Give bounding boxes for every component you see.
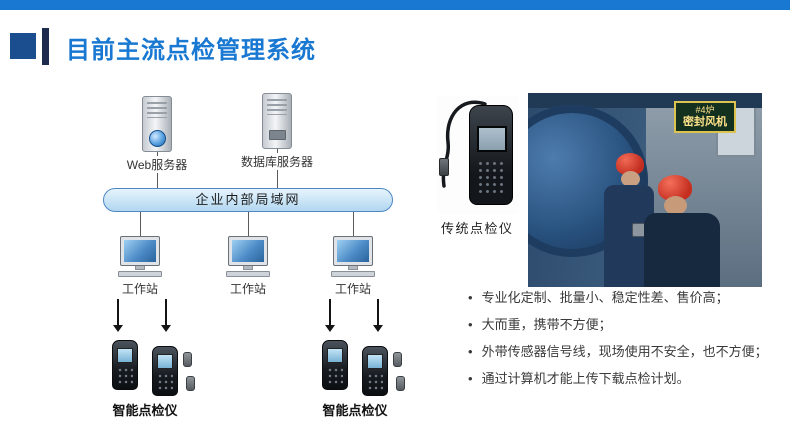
machine-sign: #4炉 密封风机 [674, 101, 736, 133]
handheld-keypad [367, 373, 383, 391]
globe-icon [149, 130, 166, 147]
worker-helmet [616, 153, 644, 175]
traditional-device-label: 传统点检仪 [441, 221, 514, 236]
sensor-probe-icon [183, 352, 192, 367]
bullet-marker: • [468, 316, 473, 332]
server-slots [147, 102, 167, 118]
page-title: 目前主流点检管理系统 [66, 37, 316, 64]
cable-connector [439, 158, 449, 176]
title-bar-decoration [42, 28, 49, 65]
handheld-screen [327, 348, 343, 363]
list-item: • 大而重，携带不方便； [468, 316, 772, 335]
monitor-stand [243, 266, 253, 270]
connector-line [248, 212, 249, 236]
handheld-device-icon [152, 346, 178, 396]
down-arrow-icon [161, 299, 171, 332]
monitor [333, 236, 373, 266]
workstation-icon [331, 236, 375, 277]
list-item: • 专业化定制、批量小、稳定性差、售价高； [468, 289, 772, 308]
keyboard [226, 271, 270, 277]
web-server-icon [142, 96, 172, 152]
worker-face [664, 196, 687, 215]
bullet-text: 专业化定制、批量小、稳定性差、售价高； [481, 290, 729, 305]
handheld-device-icon [112, 340, 138, 390]
handheld-device-icon [362, 346, 388, 396]
sensor-probe-icon [186, 376, 195, 391]
server-drive [269, 130, 286, 140]
bullet-marker: • [468, 370, 473, 386]
sensor-probe-icon [396, 376, 405, 391]
lan-bar: 企业内部局域网 [103, 188, 393, 212]
monitor-screen [337, 240, 369, 262]
handheld-device-icon [322, 340, 348, 390]
worker-face [621, 171, 640, 187]
down-arrow-icon [373, 299, 383, 332]
sign-line2: 密封风机 [683, 115, 727, 128]
connector-line [353, 212, 354, 236]
bullet-text: 通过计算机才能上传下载点检计划。 [481, 370, 690, 386]
server-slots [267, 99, 287, 115]
workstation-icon [118, 236, 162, 277]
database-server-label: 数据库服务器 [229, 153, 325, 170]
down-arrow-icon [325, 299, 335, 332]
bullet-text: 大而重，携带不方便； [481, 316, 612, 332]
smart-device-label: 智能点检仪 [112, 403, 178, 418]
device-screen [477, 126, 507, 152]
monitor [120, 236, 160, 266]
monitor [228, 236, 268, 266]
workstation-label: 工作站 [323, 280, 383, 297]
monitor-stand [135, 266, 145, 270]
smart-device-label: 智能点检仪 [322, 403, 388, 418]
traditional-device-body [469, 105, 513, 205]
web-server-label: Web服务器 [117, 156, 197, 173]
handheld-screen [117, 348, 133, 363]
down-arrow-icon [113, 299, 123, 332]
handheld-screen [367, 354, 383, 369]
bullet-marker: • [468, 290, 473, 305]
worker-body [644, 213, 720, 287]
keyboard [331, 271, 375, 277]
bullet-text: 外带传感器信号线，现场使用不安全，也不方便； [481, 343, 768, 359]
traditional-device-photo [437, 96, 519, 214]
title-square-decoration [10, 33, 36, 59]
handheld-screen [157, 354, 173, 369]
workers-photo: #4炉 密封风机 [528, 93, 762, 287]
sign-line1: #4炉 [695, 105, 715, 115]
database-server-icon [262, 93, 292, 149]
bullet-marker: • [468, 343, 473, 359]
top-accent-bar [0, 0, 790, 10]
list-item: • 通过计算机才能上传下载点检计划。 [468, 370, 772, 389]
monitor-screen [124, 240, 156, 262]
handheld-keypad [327, 367, 343, 385]
device-keypad [477, 160, 507, 194]
workstation-label: 工作站 [110, 280, 170, 297]
monitor-stand [348, 266, 358, 270]
workstation-icon [226, 236, 270, 277]
monitor-screen [232, 240, 264, 262]
connector-line [140, 212, 141, 236]
list-item: • 外带传感器信号线，现场使用不安全，也不方便； [468, 343, 772, 362]
sensor-probe-icon [393, 352, 402, 367]
workstation-label: 工作站 [218, 280, 278, 297]
handheld-keypad [117, 367, 133, 385]
keyboard [118, 271, 162, 277]
drawback-bullet-list: • 专业化定制、批量小、稳定性差、售价高； • 大而重，携带不方便； • 外带传… [468, 289, 772, 396]
handheld-keypad [157, 373, 173, 391]
